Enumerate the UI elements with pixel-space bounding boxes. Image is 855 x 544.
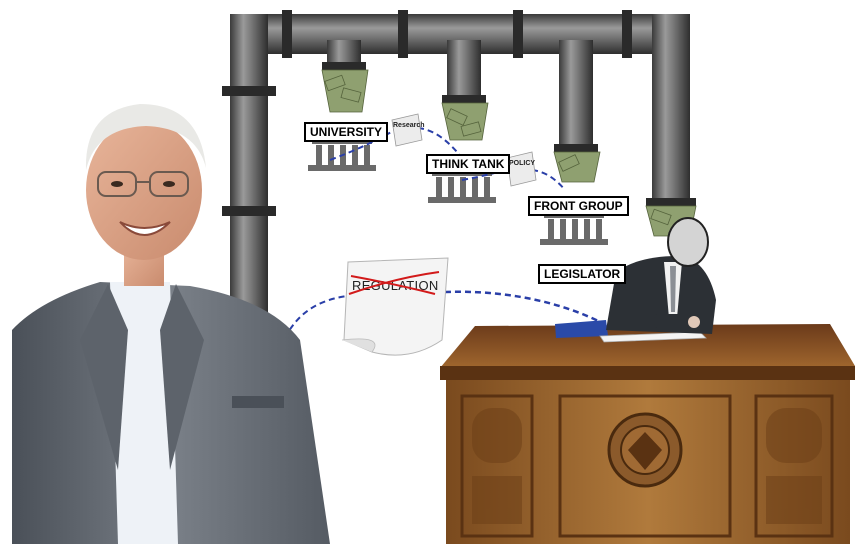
front-group-label: FRONT GROUP xyxy=(528,196,629,216)
pipe-network xyxy=(222,10,696,399)
think-tank-label: THINK TANK xyxy=(426,154,511,174)
university-label: UNIVERSITY xyxy=(304,122,389,142)
policy-note-label: POLICY xyxy=(509,160,536,167)
businessman-figure xyxy=(12,104,330,544)
regulation-paper-icon xyxy=(341,257,449,356)
regulation-strikethrough xyxy=(348,271,440,295)
research-note-label: Research xyxy=(393,122,425,129)
policy-note-icon xyxy=(506,151,537,187)
legislator-label: LEGISLATOR xyxy=(538,264,627,284)
money-streams xyxy=(321,69,697,237)
desk xyxy=(440,320,855,544)
research-note-icon xyxy=(391,113,423,147)
legislator-figure xyxy=(606,217,716,334)
